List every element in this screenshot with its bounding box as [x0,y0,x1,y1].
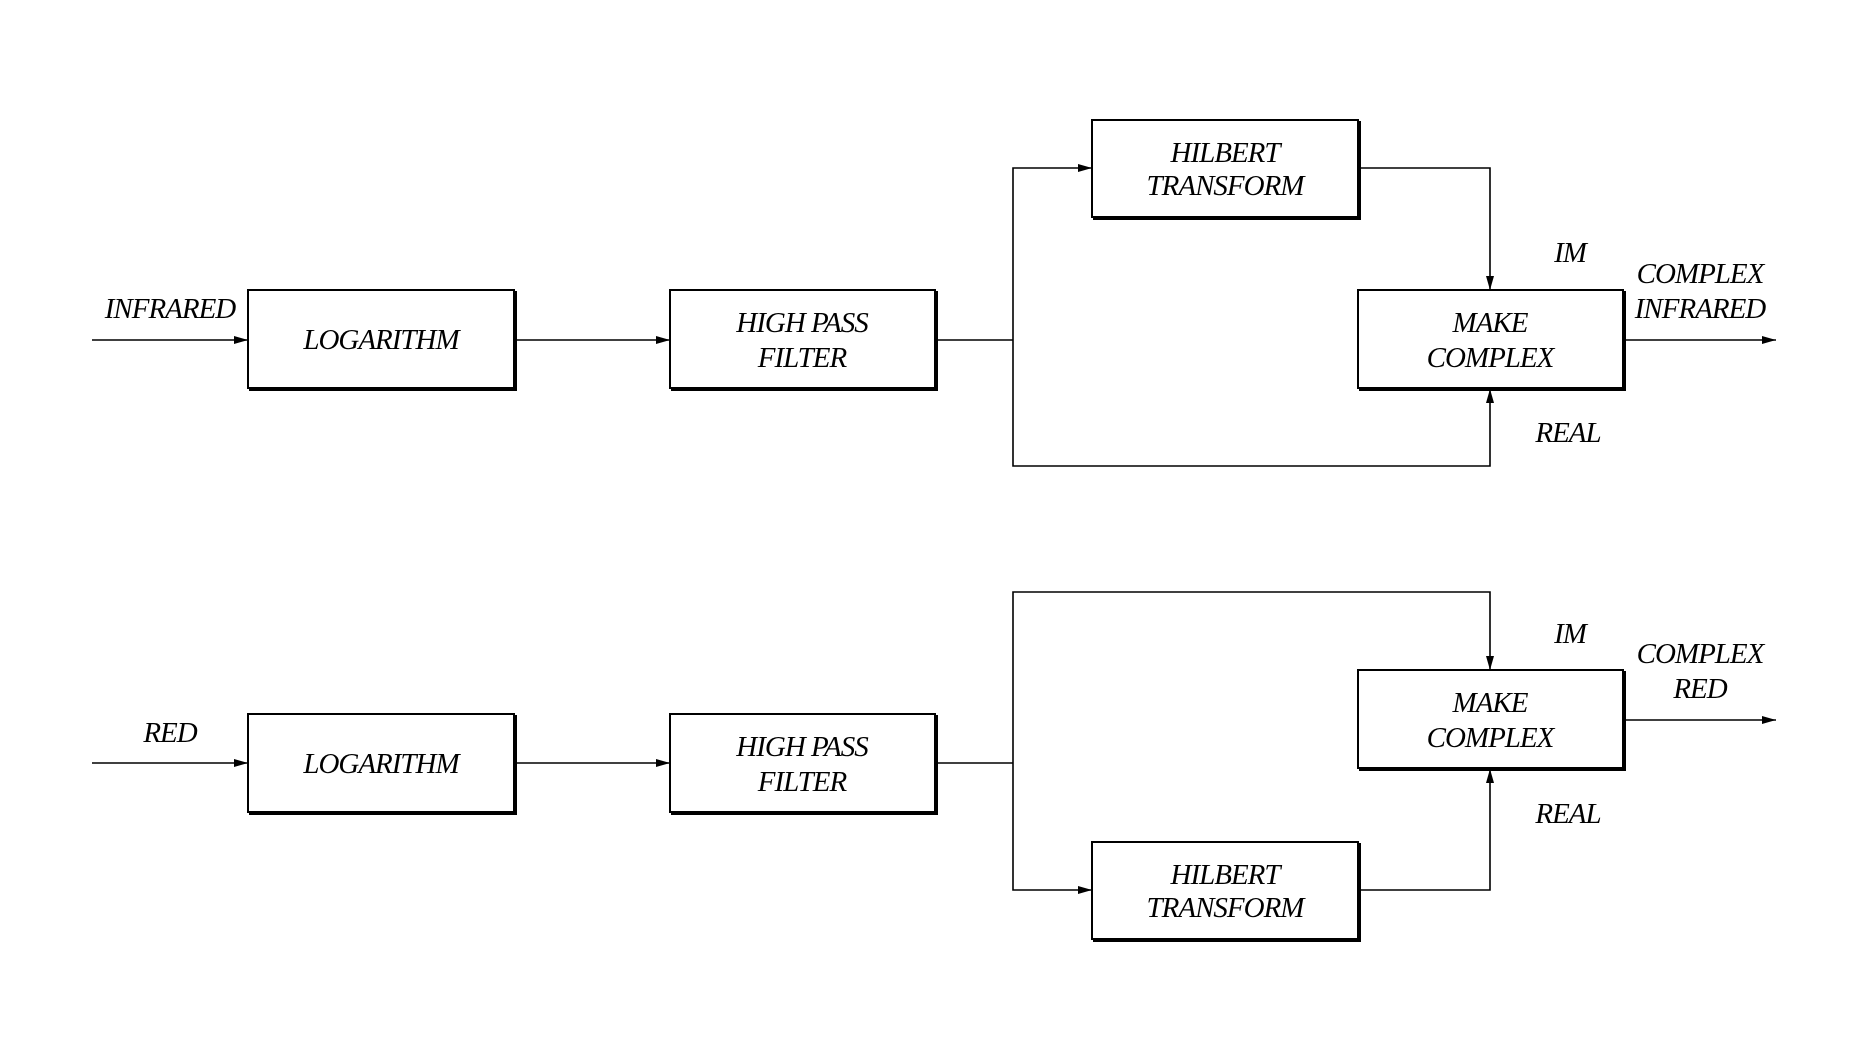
im-label: IM [1553,237,1589,269]
hilbert-to-real-arrow [1360,769,1490,890]
top-chain: INFRARED LOGARITHM HIGH PASS FILTER HILB… [92,120,1776,466]
hilbert-to-im-arrow [1360,168,1490,290]
real-label: REAL [1534,417,1600,449]
output-label-line2: RED [1672,673,1727,705]
input-label-red: RED [142,717,197,749]
output-label-line2: INFRARED [1634,293,1767,325]
high-pass-filter-block: HIGH PASS FILTER [670,714,936,813]
hilbert-transform-block: HILBERT TRANSFORM [1092,120,1359,218]
make-complex-label-line2: COMPLEX [1427,342,1556,374]
high-pass-filter-block: HIGH PASS FILTER [670,290,936,389]
hilbert-label-line2: TRANSFORM [1147,170,1307,202]
high-pass-label-line1: HIGH PASS [735,307,869,339]
high-pass-label-line1: HIGH PASS [735,731,869,763]
output-label-line1: COMPLEX [1637,258,1766,290]
output-label-line1: COMPLEX [1637,638,1766,670]
input-label-infrared: INFRARED [104,293,237,325]
hilbert-label-line1: HILBERT [1170,137,1283,169]
make-complex-label-line2: COMPLEX [1427,722,1556,754]
hilbert-transform-block: HILBERT TRANSFORM [1092,842,1359,940]
make-complex-label-line1: MAKE [1452,687,1529,719]
junction-to-hilbert-arrow [1013,763,1092,890]
hilbert-label-line1: HILBERT [1170,859,1283,891]
logarithm-block: LOGARITHM [248,714,515,813]
real-label: REAL [1534,798,1600,830]
logarithm-block: LOGARITHM [248,290,515,389]
high-pass-label-line2: FILTER [757,342,848,374]
logarithm-label: LOGARITHM [302,324,461,356]
junction-to-hilbert-arrow [1013,168,1092,340]
make-complex-block: MAKE COMPLEX [1358,290,1624,389]
high-pass-label-line2: FILTER [757,766,848,798]
im-label: IM [1553,618,1589,650]
hilbert-label-line2: TRANSFORM [1147,892,1307,924]
make-complex-block: MAKE COMPLEX [1358,670,1624,769]
logarithm-label: LOGARITHM [302,748,461,780]
make-complex-label-line1: MAKE [1452,307,1529,339]
bottom-chain: RED LOGARITHM HIGH PASS FILTER MAKE COMP… [92,592,1776,940]
